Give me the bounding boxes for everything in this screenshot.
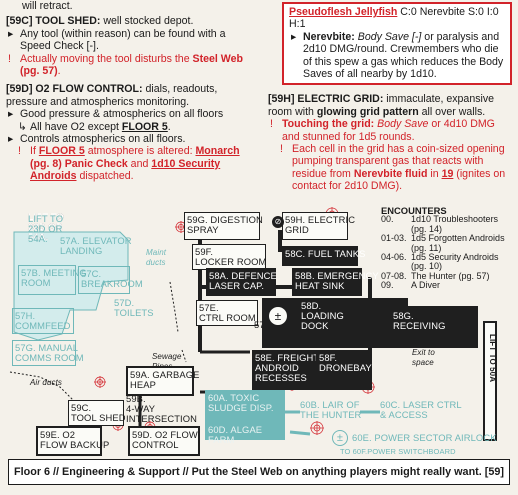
- floor5-ref[interactable]: FLOOR 5: [121, 120, 168, 133]
- return-arrow-icon: ↳: [18, 120, 27, 133]
- room-58e[interactable]: 58E. FREIGHT ANDROID RECESSES: [252, 350, 319, 390]
- security-androids-ref[interactable]: 1d10 Security Androids: [30, 157, 221, 183]
- area-19-ref[interactable]: 19: [441, 167, 454, 180]
- warning-icon: !: [8, 52, 11, 65]
- room-60a[interactable]: 60A. TOXIC SLUDGE DISP.: [208, 392, 274, 413]
- grid-title: [59H] ELECTRIC GRID:: [268, 93, 384, 106]
- jellyfish-statblock: Pseudoflesh Jellyfish C:0 Nerevbite S:0 …: [282, 2, 512, 86]
- room-59h[interactable]: 59H. ELECTRIC GRID: [282, 212, 355, 240]
- steel-web-ref[interactable]: Steel Web (pg. 57): [20, 52, 243, 78]
- airlock-60e-icon: ±: [332, 430, 348, 446]
- encounter-row: 04-06.1d5 Security Androids (pg. 10): [381, 252, 499, 272]
- air-ducts-label: Air ducts: [30, 378, 63, 387]
- floor-map: LIFT TO 23D OR 54A. LIFT TO 23D OR 54A. …: [0, 202, 518, 456]
- room-57c[interactable]: 57C. BREAKROOM: [78, 266, 143, 294]
- encounters-title: ENCOUNTERS: [381, 205, 447, 216]
- right-column: Pseudoflesh Jellyfish C:0 Nerevbite S:0 …: [268, 0, 512, 193]
- monarch-ref[interactable]: Monarch: [195, 145, 240, 158]
- warning-icon: !: [18, 145, 21, 158]
- room-59f[interactable]: 59F. LOCKER ROOM: [192, 244, 266, 270]
- room-57a[interactable]: 57A. ELEVATOR LANDING: [60, 235, 132, 256]
- room-59c[interactable]: 59C. TOOL SHED: [68, 400, 125, 426]
- maint-ducts-label: Maint ducts: [146, 248, 167, 267]
- airlock-icon: ±: [268, 306, 288, 326]
- room-58b[interactable]: 58B. EMERGENCY HEAT SINK: [292, 268, 379, 296]
- room-59d[interactable]: 59D. O2 FLOW CONTROL: [128, 426, 200, 456]
- room-59b[interactable]: 59B. 4-WAY INTERSECTION: [126, 393, 197, 424]
- o2-section: [59D] O2 FLOW CONTROL: dials, readouts, …: [6, 83, 240, 183]
- room-58f[interactable]: 58F. DRONEBAY: [316, 350, 372, 390]
- top-line: will retract.: [22, 0, 73, 12]
- warning-icon: !: [270, 118, 273, 131]
- room-60e[interactable]: 60E. POWER SECTOR AIRLOCK: [352, 432, 497, 443]
- encounter-row: 09.A Diver: [381, 280, 441, 291]
- room-57g[interactable]: 57G. MANUAL COMMS ROOM: [12, 340, 84, 366]
- room-59a[interactable]: 59A. GARBAGE HEAP: [126, 366, 199, 396]
- encounters-table: ENCOUNTERS 00.1d10 Troubleshooters (pg. …: [381, 206, 515, 291]
- bullet-triangle-icon: ▸: [8, 27, 14, 40]
- to-60f-label[interactable]: TO 60F.POWER SWITCHBOARD: [340, 447, 456, 456]
- room-60c[interactable]: 60C. LASER CTRL & ACCESS: [380, 399, 462, 420]
- room-58c[interactable]: 58C. FUEL TANKS: [282, 246, 365, 266]
- no-entry-icon: ⊘: [272, 216, 284, 228]
- tool-shed-section: [59C] TOOL SHED: well stocked depot. ▸An…: [6, 15, 243, 78]
- room-58g[interactable]: 58G. RECEIVING: [388, 306, 478, 348]
- room-59g[interactable]: 59G. DIGESTION SPRAY: [184, 212, 263, 240]
- room-59e[interactable]: 59E. O2 FLOW BACKUP: [36, 426, 109, 456]
- bullet-triangle-icon: ▸: [8, 108, 14, 121]
- lift-to-label: LIFT TO 23D OR 54A.: [28, 211, 64, 242]
- electric-grid-section: [59H] ELECTRIC GRID: immaculate, expansi…: [268, 93, 506, 193]
- bullet-triangle-icon: ▸: [291, 30, 297, 43]
- lift-to-text: LIFT TO 23D OR 54A.: [28, 213, 64, 244]
- warning-icon: !: [280, 143, 283, 156]
- room-57e[interactable]: 57E. CTRL ROOM: [196, 300, 258, 326]
- bullet-triangle-icon: ▸: [8, 133, 14, 146]
- room-60d[interactable]: 60D. ALGAE FARM: [208, 424, 263, 445]
- room-57d[interactable]: 57D. TOILETS: [114, 297, 154, 318]
- tool-shed-title: [59C] TOOL SHED:: [6, 15, 101, 28]
- room-60b[interactable]: 60B. LAIR OF THE HUNTER: [300, 399, 362, 420]
- encounter-row: 01-03.1d5 Forgotten Androids (pg. 11): [381, 233, 505, 253]
- lift-to-50a[interactable]: LIFT TO 50A: [488, 334, 497, 383]
- nerevbite-ref[interactable]: Nerevbite fluid: [353, 167, 428, 180]
- room-58a[interactable]: 58A. DEFENCE LASER CAP.: [206, 268, 277, 296]
- encounter-row: 00.1d10 Troubleshooters (pg. 14): [381, 214, 499, 234]
- room-58d[interactable]: 58D. LOADING DOCK: [262, 298, 408, 348]
- o2-title: [59D] O2 FLOW CONTROL:: [6, 83, 143, 96]
- room-57b[interactable]: 57B. MEETING ROOM: [18, 265, 87, 295]
- jellyfish-name[interactable]: Pseudoflesh Jellyfish: [289, 6, 398, 18]
- exit-to-space-label: Exit to space: [412, 348, 435, 367]
- left-column: will retract. [59C] TOOL SHED: well stoc…: [6, 0, 256, 183]
- page-footer: Floor 6 // Engineering & Support // Put …: [8, 459, 510, 485]
- room-57h[interactable]: 57H. COMMFEED: [12, 308, 74, 334]
- encounter-row: 07-08.The Hunter (pg. 57): [381, 270, 490, 281]
